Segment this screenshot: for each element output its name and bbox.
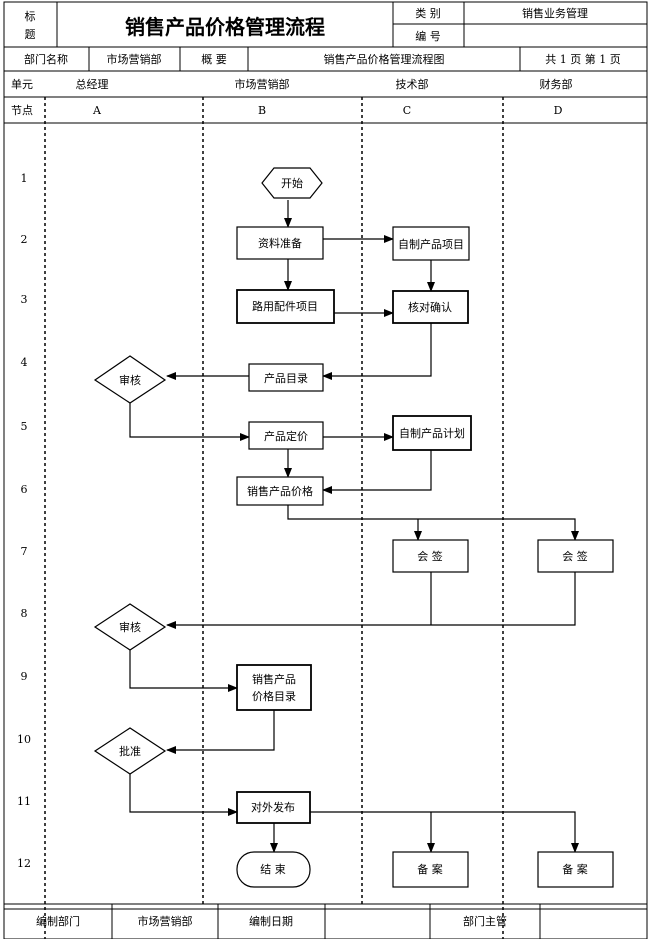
page-count: 共 1 页 第 1 页: [545, 52, 620, 66]
node-a: A: [92, 104, 102, 117]
file-c-box: [392, 851, 469, 888]
file-c-text: 备 案: [417, 862, 443, 876]
sign-d-text: 会 签: [562, 549, 588, 563]
label-compile-dept: 编制部门: [36, 914, 80, 928]
lane-dividers: [44, 97, 504, 939]
start-text: 开始: [281, 176, 303, 190]
sales-price-box: [236, 476, 324, 506]
row-number: 9: [21, 670, 28, 683]
review-1-text: 审核: [119, 373, 141, 387]
review-diamond-1: [93, 355, 167, 404]
row-number: 6: [21, 483, 28, 496]
parts-box: [236, 289, 335, 324]
catalog-box: [248, 363, 324, 392]
pricing-box: [248, 421, 324, 450]
row-number: 2: [21, 233, 28, 246]
tech-project-box: [392, 226, 470, 261]
unit-a: 总经理: [76, 77, 109, 91]
tech-plan-text: 自制产品计划: [399, 426, 465, 440]
verify-text: 核对确认: [408, 300, 452, 314]
label-manager: 部门主管: [463, 914, 507, 928]
prep-text: 资料准备: [258, 236, 302, 250]
node-c: C: [403, 104, 411, 117]
label-summary: 概 要: [201, 53, 227, 66]
label-biaoti: 标: [25, 9, 36, 23]
connectors: [129, 200, 579, 853]
row-number: 7: [21, 545, 28, 558]
compile-dept-value: 市场营销部: [138, 914, 193, 928]
row-number: 1: [21, 172, 28, 185]
price-list-box: [236, 664, 312, 711]
row-number: 8: [21, 607, 28, 620]
footer: 编制部门 市场营销部 编制日期 部门主管: [36, 914, 507, 928]
flow-texts: 开始 资料准备 自制产品项目 路用配件项目 核对确认 审核 产品目录 产品定价 …: [119, 176, 588, 876]
sign-c-text: 会 签: [417, 549, 443, 563]
flow-shapes: [93, 167, 614, 888]
row-number: 3: [21, 293, 28, 306]
sales-price-text: 销售产品价格: [247, 484, 313, 498]
row-number: 11: [17, 795, 31, 808]
label-category: 类 别: [415, 6, 441, 20]
header-table: [3, 1, 648, 939]
publish-text: 对外发布: [251, 800, 295, 814]
dept-value: 市场营销部: [107, 52, 162, 66]
units-label: 单元: [11, 78, 33, 91]
row-number: 12: [17, 857, 31, 870]
file-d-box: [537, 851, 614, 888]
review-diamond-2: [93, 603, 167, 651]
file-d-text: 备 案: [562, 862, 588, 876]
unit-c: 技术部: [396, 77, 429, 91]
unit-d: 财务部: [540, 77, 573, 91]
start-hexagon: [261, 167, 323, 199]
prep-box: [236, 226, 324, 260]
label-dept: 部门名称: [24, 52, 68, 66]
header-texts: 标 题 销售产品价格管理流程 类 别 销售业务管理 编 号 部门名称 市场营销部…: [11, 6, 621, 117]
row-numbers: 1 2 3 4 5 6 7 8 9 10 11 12: [17, 172, 31, 870]
sign-d-box: [537, 539, 614, 573]
publish-box: [236, 791, 311, 824]
row-number: 10: [17, 733, 31, 746]
review-2-text: 审核: [119, 620, 141, 634]
price-list-text-1: 销售产品: [252, 672, 296, 686]
parts-text: 路用配件项目: [252, 300, 318, 313]
node-d: D: [554, 104, 563, 117]
page-title: 销售产品价格管理流程: [125, 15, 325, 39]
summary-value: 销售产品价格管理流程图: [324, 52, 445, 66]
end-terminal: [236, 851, 311, 888]
row-number: 4: [21, 356, 28, 369]
category-value: 销售业务管理: [522, 6, 588, 20]
pricing-text: 产品定价: [264, 429, 308, 443]
approve-diamond: [93, 727, 167, 775]
label-number: 编 号: [415, 29, 441, 43]
label-ti: 题: [25, 28, 36, 41]
nodes-label: 节点: [11, 104, 33, 117]
verify-box: [392, 290, 469, 324]
sign-c-box: [392, 539, 469, 573]
node-b: B: [258, 104, 266, 117]
label-compile-date: 编制日期: [249, 914, 293, 928]
tech-project-text: 自制产品项目: [398, 237, 464, 251]
catalog-text: 产品目录: [264, 371, 308, 385]
row-number: 5: [21, 420, 28, 433]
approve-text: 批准: [119, 744, 141, 758]
end-text: 结 束: [260, 863, 286, 876]
price-list-text-2: 价格目录: [252, 689, 296, 703]
tech-plan-box: [392, 415, 472, 451]
unit-b: 市场营销部: [235, 77, 290, 91]
